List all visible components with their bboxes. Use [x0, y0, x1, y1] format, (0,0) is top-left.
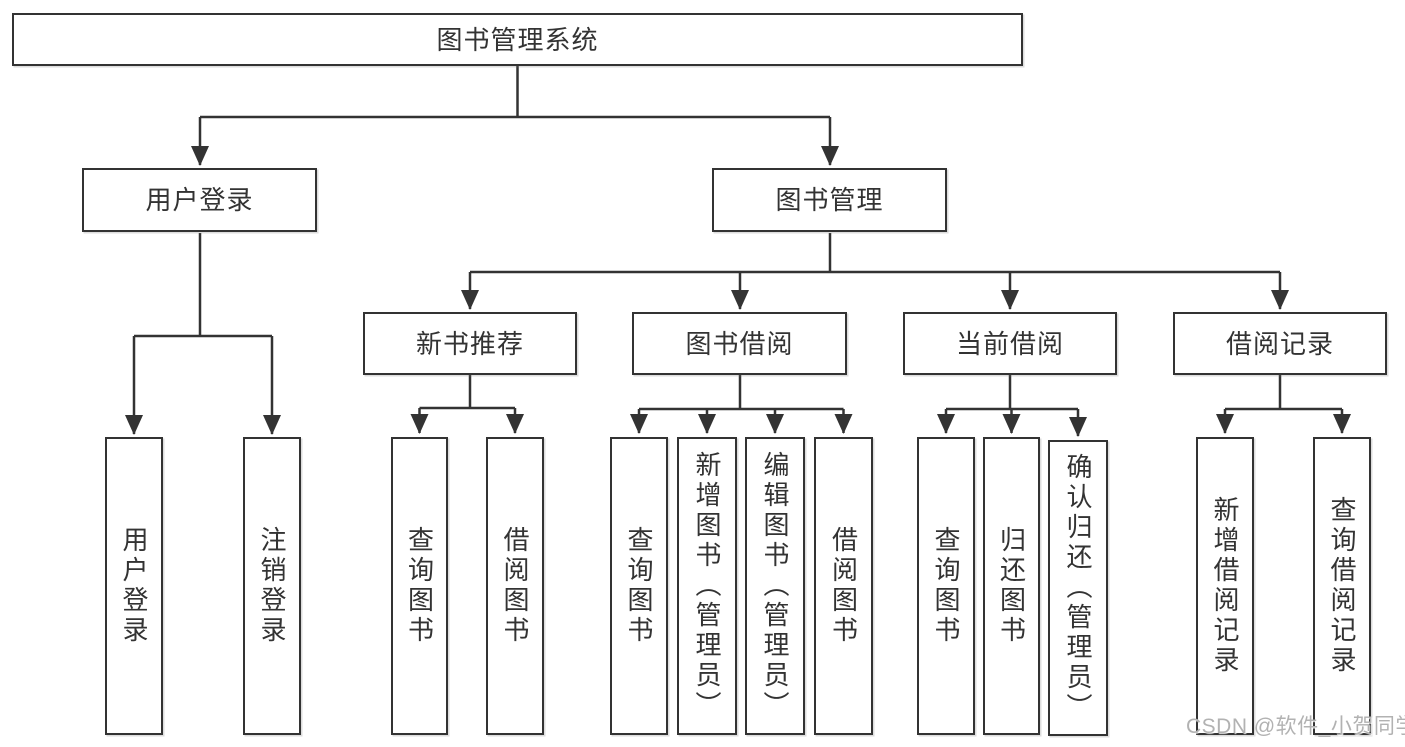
- leaf-return-book: 归还图书: [983, 437, 1040, 735]
- node-root: 图书管理系统: [12, 13, 1023, 66]
- leaf-query-books-3: 查询图书: [917, 437, 975, 735]
- leaf-label: 借阅图书: [828, 526, 859, 646]
- leaf-label: 借阅图书: [500, 526, 530, 646]
- node-book-management-label: 图书管理: [775, 185, 884, 215]
- node-label: 新书推荐: [415, 328, 524, 359]
- leaf-label: 注销登录: [257, 526, 287, 646]
- leaf-label: 归还图书: [996, 526, 1027, 646]
- node-new-book-recommend: 新书推荐: [363, 312, 577, 375]
- node-borrow-records: 借阅记录: [1173, 312, 1387, 375]
- leaf-label: 查询借阅记录: [1327, 496, 1357, 676]
- leaf-label: 确认归还（管理员）: [1063, 453, 1093, 723]
- leaf-query-books-2: 查询图书: [610, 437, 668, 735]
- leaf-add-borrow-record: 新增借阅记录: [1196, 437, 1254, 735]
- leaf-confirm-return-admin: 确认归还（管理员）: [1048, 440, 1108, 736]
- leaf-label: 查询图书: [931, 526, 961, 646]
- leaf-borrow-books-2: 借阅图书: [814, 437, 873, 735]
- leaf-add-book-admin: 新增图书（管理员）: [677, 437, 737, 735]
- node-label: 借阅记录: [1225, 328, 1334, 359]
- node-label: 图书借阅: [685, 328, 794, 359]
- leaf-label: 新增图书（管理员）: [692, 451, 722, 721]
- leaf-user-login: 用户登录: [105, 437, 163, 735]
- node-book-management: 图书管理: [712, 168, 947, 232]
- node-user-login-label: 用户登录: [145, 185, 254, 215]
- leaf-label: 查询图书: [404, 526, 435, 646]
- leaf-label: 新增借阅记录: [1210, 496, 1240, 676]
- leaf-edit-book-admin: 编辑图书（管理员）: [745, 437, 805, 735]
- leaf-query-borrow-record: 查询借阅记录: [1313, 437, 1371, 735]
- leaf-label: 查询图书: [624, 526, 654, 646]
- node-root-label: 图书管理系统: [436, 24, 599, 55]
- node-book-borrow: 图书借阅: [632, 312, 847, 375]
- leaf-label: 编辑图书（管理员）: [760, 451, 790, 721]
- leaf-borrow-books-1: 借阅图书: [486, 437, 544, 735]
- leaf-label: 用户登录: [119, 526, 149, 646]
- node-user-login: 用户登录: [82, 168, 317, 232]
- node-current-borrow: 当前借阅: [903, 312, 1117, 375]
- node-label: 当前借阅: [955, 328, 1064, 359]
- leaf-logout: 注销登录: [243, 437, 301, 735]
- csdn-watermark: CSDN @软件_小贺同学: [1186, 715, 1405, 738]
- leaf-query-books-1: 查询图书: [391, 437, 448, 735]
